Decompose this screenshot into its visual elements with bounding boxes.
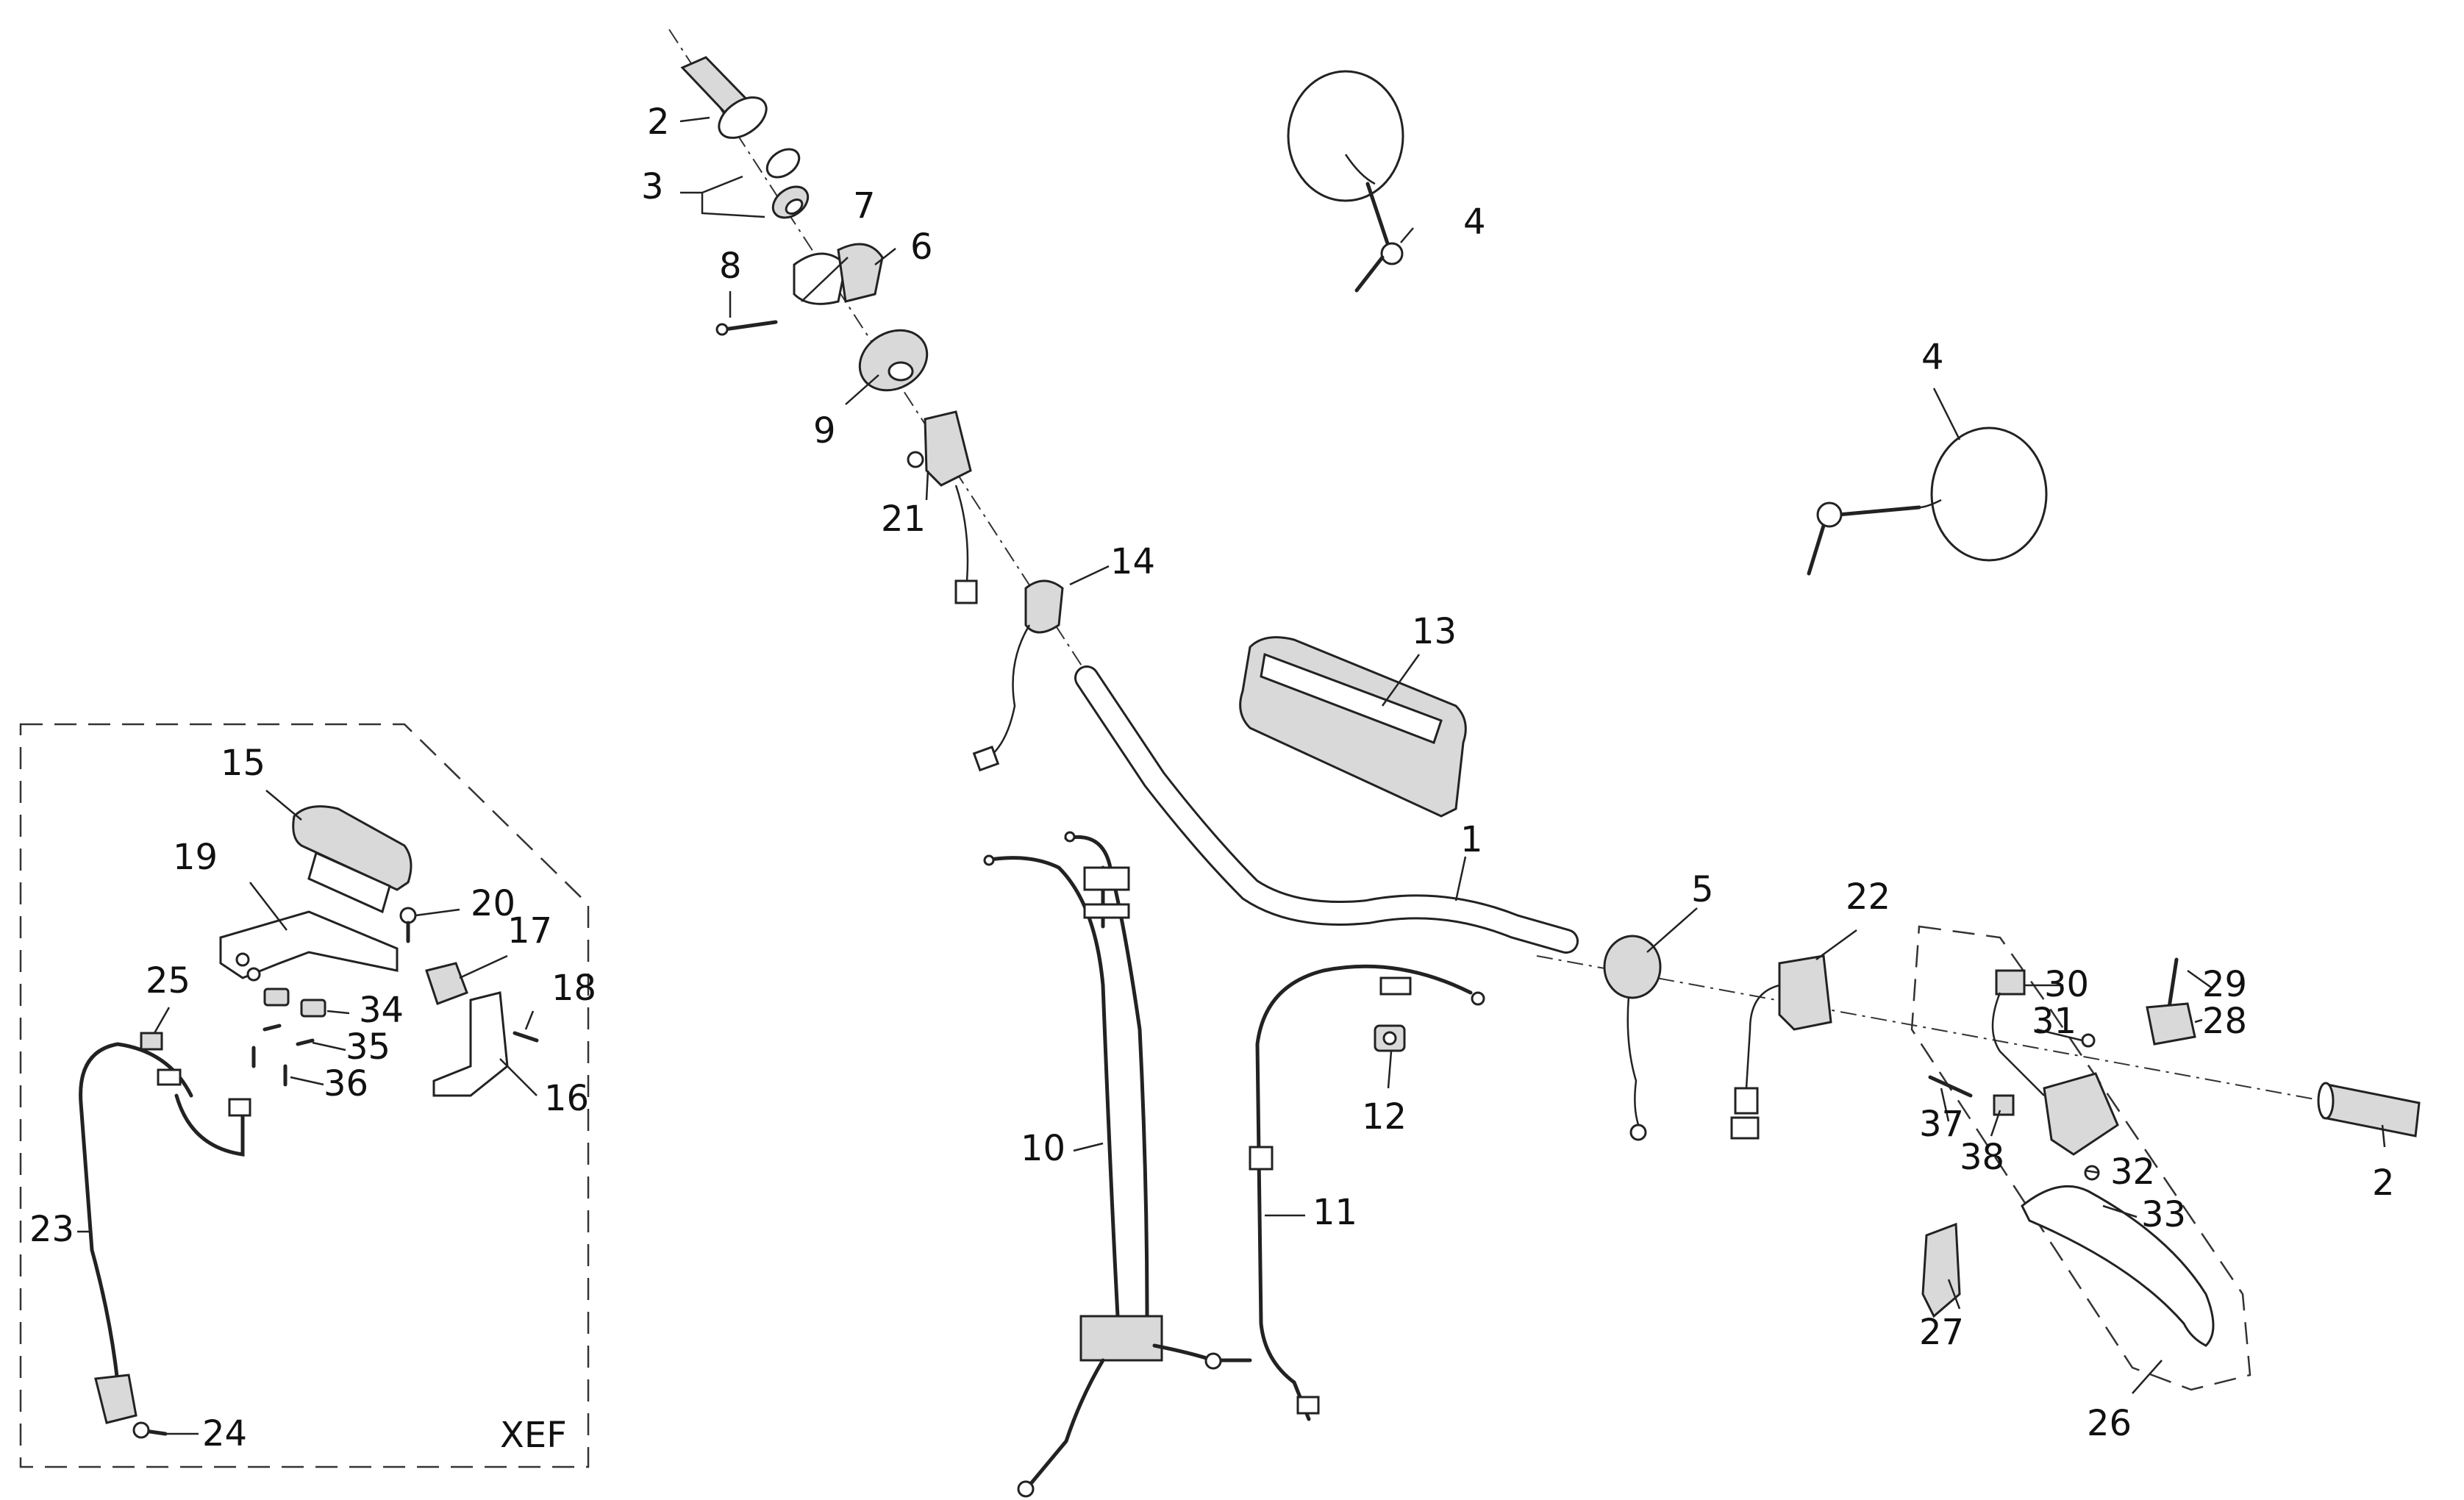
callout-26: 26 (2087, 1403, 2132, 1444)
callout-5: 5 (1691, 869, 1714, 910)
callout-29: 29 (2202, 964, 2247, 1005)
callout-4-left: 4 (1463, 201, 1486, 243)
throttle-drum (858, 329, 929, 392)
callout-2-left: 2 (647, 101, 670, 143)
callout-37: 37 (1919, 1104, 1964, 1145)
callout-38: 38 (1960, 1137, 2004, 1178)
right-control-unit (1730, 954, 1832, 1140)
left-mirror (1287, 70, 1404, 293)
callout-2-right: 2 (2372, 1162, 2395, 1204)
right-switch-housing (1603, 935, 1662, 1141)
lever-assembly (1921, 957, 2215, 1347)
callout-22: 22 (1846, 876, 1890, 918)
handlebar (1074, 665, 1579, 954)
callout-18: 18 (551, 968, 596, 1009)
xef-inset-outline (19, 723, 590, 1468)
callout-6: 6 (910, 226, 933, 268)
callout-15: 15 (221, 743, 265, 784)
callout-13: 13 (1412, 611, 1457, 652)
instrument-cluster (1239, 636, 1467, 818)
callout-9: 9 (813, 410, 836, 451)
right-grip (2317, 1082, 2421, 1138)
callout-1: 1 (1460, 819, 1483, 860)
screw (715, 320, 778, 336)
callout-24: 24 (202, 1413, 247, 1454)
callout-35: 35 (346, 1026, 390, 1068)
clutch-cable (1249, 964, 1485, 1421)
callout-4-right: 4 (1921, 337, 1944, 378)
callout-8: 8 (719, 246, 742, 287)
callout-21: 21 (881, 499, 926, 540)
callout-33: 33 (2141, 1194, 2186, 1235)
switch-with-lead (972, 579, 1064, 772)
callout-16: 16 (544, 1078, 589, 1119)
callout-labels: 1 2 2 3 4 4 5 6 7 8 9 10 11 12 13 14 15 … (29, 101, 2395, 1456)
callout-27: 27 (1919, 1312, 1964, 1353)
right-mirror (1807, 426, 2048, 576)
bar-end-weight (771, 185, 810, 219)
lever-assembly-outline (1910, 925, 2251, 1391)
handlebar-axis (668, 29, 2376, 1111)
callout-19: 19 (173, 837, 218, 878)
callout-32: 32 (2110, 1151, 2155, 1193)
callout-28: 28 (2202, 1001, 2247, 1042)
callout-11: 11 (1313, 1192, 1357, 1233)
callout-34: 34 (359, 990, 404, 1031)
callout-31: 31 (2032, 1001, 2076, 1042)
left-switch-housing (907, 410, 978, 604)
throttle-cables (983, 831, 1252, 1498)
inset-label-xef: XEF (500, 1415, 567, 1456)
cable-adjuster (1374, 1024, 1406, 1052)
left-grip (680, 56, 801, 179)
callout-3: 3 (641, 166, 664, 207)
callout-25: 25 (146, 960, 190, 1001)
leader-lines (77, 116, 2386, 1435)
callout-20: 20 (471, 883, 515, 924)
callout-30: 30 (2044, 964, 2089, 1005)
callout-23: 23 (29, 1209, 74, 1250)
callout-12: 12 (1362, 1096, 1407, 1138)
callout-10: 10 (1021, 1128, 1065, 1169)
callout-7: 7 (853, 185, 876, 226)
xef-inset-parts (79, 805, 539, 1439)
callout-36: 36 (324, 1063, 368, 1104)
throttle-housing-upper (793, 243, 884, 305)
callout-14: 14 (1110, 541, 1155, 582)
callout-17: 17 (507, 910, 552, 951)
